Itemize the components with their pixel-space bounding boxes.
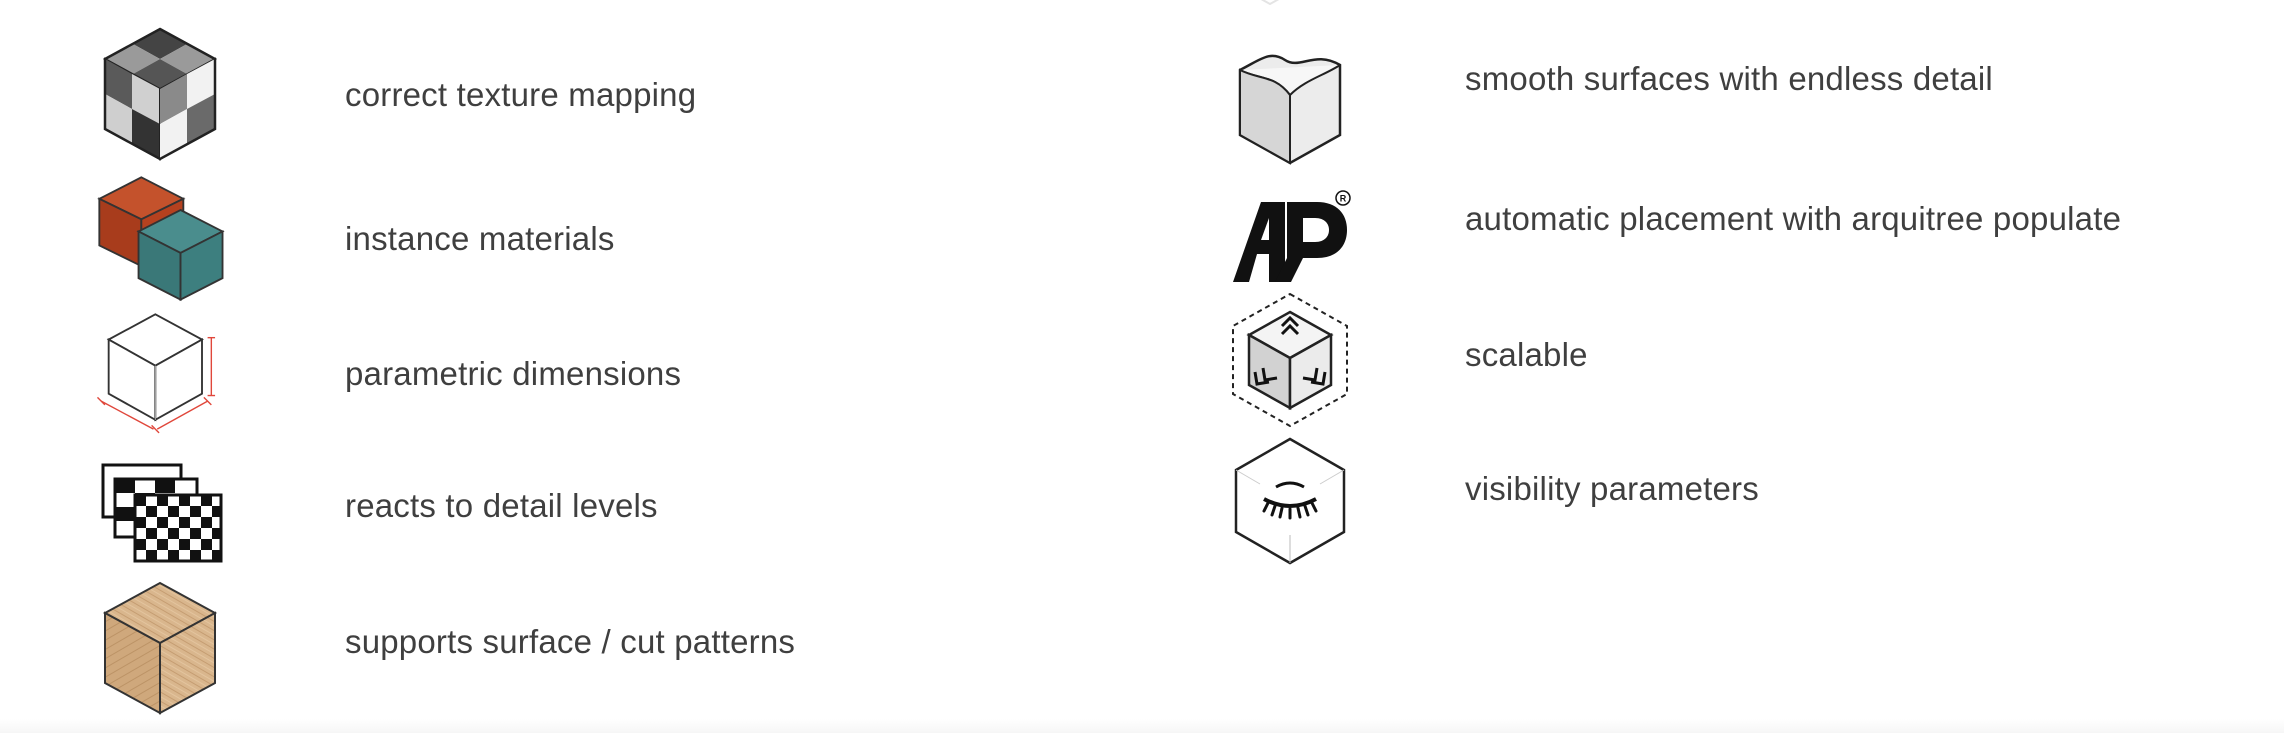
feature-surface-cut-patterns: supports surface / cut patterns [90, 578, 795, 718]
feature-scalable: scalable [1220, 290, 1587, 430]
scalable-cube-icon [1220, 290, 1360, 430]
feature-label: smooth surfaces with endless detail [1465, 60, 1993, 97]
arquitree-logo-icon: R [1220, 168, 1360, 308]
smooth-surface-icon [1220, 30, 1360, 170]
feature-smooth-surfaces: smooth surfaces with endless detail [1220, 30, 1993, 170]
wood-cube-icon [90, 578, 230, 718]
feature-texture-mapping: correct texture mapping [90, 24, 696, 164]
feature-label: parametric dimensions [345, 355, 682, 392]
svg-text:R: R [1340, 194, 1347, 204]
feature-label: supports surface / cut patterns [345, 623, 796, 660]
feature-label: scalable [1465, 336, 1588, 373]
feature-parametric-dimensions: parametric dimensions [90, 305, 681, 445]
feature-label: visibility parameters [1465, 470, 1759, 507]
dimension-cube-icon [90, 305, 230, 445]
feature-label: reacts to detail levels [345, 487, 658, 524]
detail-levels-icon [90, 442, 230, 582]
feature-detail-levels: reacts to detail levels [90, 442, 658, 582]
partial-shape-decoration [1260, 0, 1280, 6]
feature-label: instance materials [345, 220, 615, 257]
feature-visibility-parameters: visibility parameters [1220, 430, 1759, 570]
material-cubes-icon [90, 168, 230, 308]
feature-instance-materials: instance materials [90, 168, 614, 308]
feature-automatic-placement: R automatic placement with arquitree pop… [1220, 168, 2121, 308]
feature-label: correct texture mapping [345, 76, 697, 113]
visibility-eye-icon [1220, 430, 1360, 570]
feature-label: automatic placement with arquitree popul… [1465, 200, 2122, 237]
checker-cube-icon [90, 24, 230, 164]
bottom-edge-shadow [0, 719, 2284, 733]
